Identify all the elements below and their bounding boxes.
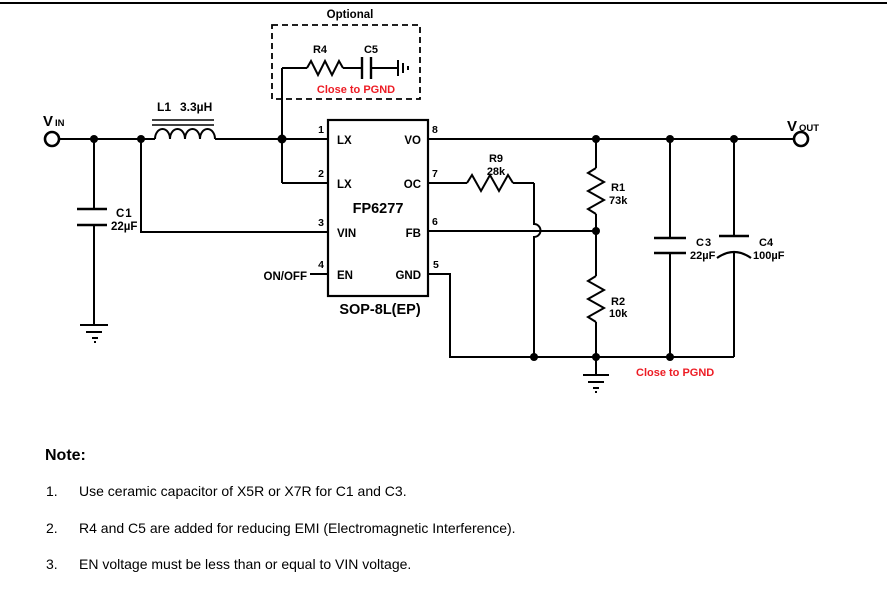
vout-label-sub: OUT (799, 123, 819, 134)
pin-label-en: EN (337, 270, 353, 282)
c5-ref-label: C5 (364, 44, 378, 56)
l1-value-label: 3.3µH (180, 100, 212, 114)
ic-package-label: SOP-8L(EP) (339, 302, 421, 318)
capacitor-c4-symbol (716, 234, 752, 259)
pin-number-7: 7 (432, 168, 438, 180)
pin-number-4: 4 (318, 259, 324, 271)
pin-label-lx1: LX (337, 135, 352, 147)
optional-dashed-box (271, 24, 421, 100)
note-item-3: 3. EN voltage must be less than or equal … (46, 556, 411, 572)
wire-lx-node (281, 68, 328, 184)
top-border-rule (0, 2, 887, 4)
pin-label-vin: VIN (337, 228, 356, 240)
pin-number-2: 2 (318, 168, 324, 180)
note-3-number: 3. (46, 556, 58, 572)
pin-number-8: 8 (432, 124, 438, 136)
vin-terminal (43, 130, 61, 148)
note-1-text: Use ceramic capacitor of X5R or X7R for … (79, 483, 407, 499)
r9-value-label: 28k (487, 166, 506, 178)
note-3-text: EN voltage must be less than or equal to… (79, 556, 412, 572)
resistor-r9-symbol (466, 172, 514, 194)
c3-value-label: 22µF (690, 250, 716, 262)
ground-symbol-optional (397, 60, 409, 76)
c4-value-label: 100µF (753, 250, 785, 262)
junction-dots (90, 134, 738, 361)
r2-value-label: 10k (609, 308, 628, 320)
resistor-r4-symbol (306, 58, 344, 78)
note-2-number: 2. (46, 520, 58, 536)
pin-label-vo: VO (404, 135, 421, 147)
resistor-r2-symbol (585, 275, 607, 323)
note-1-number: 1. (46, 483, 58, 499)
wire-vin-pin (140, 139, 328, 233)
pin-label-fb: FB (406, 228, 421, 240)
vout-label: V (787, 118, 797, 135)
capacitor-c5-symbol (360, 57, 373, 79)
inductor-core-lines (152, 119, 214, 126)
pin-number-3: 3 (318, 217, 324, 229)
r1-value-label: 73k (609, 195, 628, 207)
ic-body (326, 118, 430, 298)
schematic-labels: V IN V OUT L1 3.3µH C1 22µF Optional R4 … (43, 9, 819, 379)
note-2-text: R4 and C5 are added for reducing EMI (El… (79, 520, 516, 536)
note-item-1: 1. Use ceramic capacitor of X5R or X7R fo… (46, 483, 407, 499)
r1-ref-label: R1 (611, 182, 625, 194)
pin-number-1: 1 (318, 124, 324, 136)
vin-label-sub: IN (55, 118, 65, 129)
wire-oc-down-crossover-hop (533, 183, 542, 357)
c1-ref-label: C1 (116, 208, 133, 220)
c3-ref-label: C3 (696, 237, 712, 249)
pin-label-lx2: LX (337, 179, 352, 191)
close-to-pgnd-label-optional: Close to PGND (317, 84, 395, 96)
capacitor-c1-symbol (77, 207, 107, 227)
c1-value-label: 22µF (111, 221, 137, 233)
vin-label: V (43, 113, 53, 130)
c4-ref-label: C4 (759, 237, 774, 249)
resistor-r1-symbol (585, 167, 607, 215)
optional-label: Optional (327, 9, 374, 21)
notes-title: Note: (45, 447, 86, 464)
on-off-label: ON/OFF (264, 271, 307, 283)
close-to-pgnd-label-bus: Close to PGND (636, 367, 714, 379)
r2-ref-label: R2 (611, 296, 625, 308)
pin-number-5: 5 (433, 259, 439, 271)
wire-ground-bus (428, 273, 734, 358)
capacitor-c3-symbol (654, 236, 686, 255)
note-item-2: 2. R4 and C5 are added for reducing EMI (… (46, 520, 516, 536)
l1-ref-label: L1 (157, 100, 171, 114)
r9-ref-label: R9 (489, 153, 503, 165)
inductor-l1-symbol (152, 119, 216, 140)
schematic-canvas: V IN V OUT L1 3.3µH C1 22µF Optional R4 … (43, 9, 819, 393)
ground-symbol-pgnd (583, 357, 609, 393)
pin-number-6: 6 (432, 216, 438, 228)
pin-label-gnd: GND (395, 270, 421, 282)
ground-symbol-c1 (80, 324, 108, 343)
wire-net (59, 67, 794, 358)
r4-ref-label: R4 (313, 44, 328, 56)
pin-label-oc: OC (404, 179, 421, 191)
vout-terminal (792, 130, 810, 148)
ic-name-label: FP6277 (353, 201, 404, 217)
